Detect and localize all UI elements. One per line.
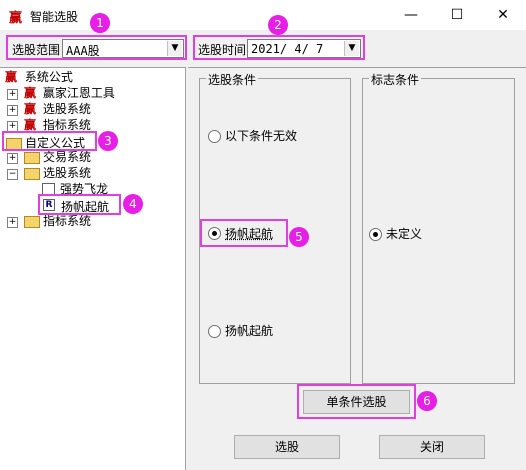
- radio-label: 扬帆起航: [225, 227, 274, 241]
- annotation-badge-5: 5: [289, 227, 309, 247]
- annotation-badge-3: 3: [98, 131, 118, 151]
- range-label: 选股范围: [12, 43, 61, 57]
- formula-tree[interactable]: 赢 系统公式 + 赢 赢家江恩工具 + 赢 选股系统 + 赢 指标系统 自定义公…: [0, 67, 186, 470]
- tree-item-last-indicator[interactable]: 指标系统: [24, 213, 91, 229]
- tree-item-yangfan[interactable]: R 扬帆起航: [38, 194, 121, 215]
- radio-yangfan-selected[interactable]: [208, 227, 221, 240]
- tree-root-system[interactable]: 赢 系统公式: [5, 69, 73, 85]
- tree-label: 系统公式: [24, 70, 73, 84]
- time-highlight: 选股时间 2021/ 4/ 7 ▼: [193, 35, 365, 60]
- ying-icon: 赢: [24, 86, 37, 100]
- chevron-down-icon[interactable]: ▼: [344, 41, 359, 56]
- tree-item-trade-system[interactable]: 交易系统: [24, 149, 91, 165]
- tree-label: 自定义公式: [25, 136, 86, 150]
- range-value: AAA股: [66, 44, 100, 58]
- close-window-button[interactable]: ✕: [497, 7, 509, 23]
- annotation-badge-4: 4: [123, 194, 143, 214]
- tree-label: 强势飞龙: [60, 182, 109, 196]
- formula-r-icon: R: [43, 199, 55, 211]
- annotation-badge-6: 6: [417, 391, 437, 411]
- collapse-icon[interactable]: −: [7, 169, 18, 180]
- folder-icon: [24, 215, 40, 228]
- time-label: 选股时间: [198, 43, 247, 57]
- ying-icon: 赢: [5, 70, 18, 84]
- radio-yangfan[interactable]: [208, 325, 221, 338]
- radio-label: 扬帆起航: [225, 324, 274, 338]
- flags-title: 标志条件: [369, 71, 422, 88]
- tree-label: 交易系统: [43, 150, 92, 164]
- expand-icon[interactable]: +: [7, 217, 18, 228]
- single-condition-button[interactable]: 单条件选股: [303, 390, 410, 414]
- window-title: 智能选股: [30, 10, 79, 24]
- tree-label: 选股系统: [42, 102, 91, 116]
- ying-icon: 赢: [24, 118, 37, 132]
- conditions-group: 选股条件: [199, 71, 351, 384]
- expand-icon[interactable]: +: [7, 105, 18, 116]
- flags-group: 标志条件: [362, 71, 515, 384]
- select-button[interactable]: 选股: [234, 435, 340, 459]
- custom-root-highlight: [2, 131, 97, 151]
- tree-label: 指标系统: [42, 118, 91, 132]
- range-highlight: 选股范围 AAA股 ▼: [6, 35, 187, 60]
- range-select[interactable]: AAA股 ▼: [62, 39, 184, 58]
- app-icon: 赢: [9, 11, 23, 26]
- folder-icon: [24, 167, 40, 180]
- ying-icon: 赢: [24, 102, 37, 116]
- close-button[interactable]: 关闭: [379, 435, 485, 459]
- tree-label: 选股系统: [43, 166, 92, 180]
- radio-label: 以下条件无效: [225, 129, 298, 143]
- minimize-button[interactable]: —: [404, 7, 418, 23]
- tree-item-wj-tools[interactable]: 赢 赢家江恩工具: [24, 85, 115, 101]
- title-bar: 赢 智能选股 — ☐ ✕: [0, 0, 526, 30]
- radio-no-condition[interactable]: [208, 130, 221, 143]
- condition-highlight: [200, 219, 288, 247]
- tree-item-custom-root[interactable]: 自定义公式: [6, 135, 85, 151]
- tree-item-indicator-system[interactable]: 赢 指标系统: [24, 117, 91, 133]
- conditions-pane: [188, 67, 526, 429]
- tree-label: 扬帆起航: [61, 200, 110, 214]
- chevron-down-icon[interactable]: ▼: [167, 41, 182, 56]
- tree-label: 指标系统: [43, 214, 92, 228]
- conditions-title: 选股条件: [206, 71, 259, 88]
- expand-icon[interactable]: +: [7, 89, 18, 100]
- tree-item-custom-select-system[interactable]: 选股系统: [24, 165, 91, 181]
- tree-item-select-system[interactable]: 赢 选股系统: [24, 101, 91, 117]
- radio-label: 未定义: [386, 227, 423, 241]
- folder-icon: [24, 151, 40, 164]
- radio-undefined[interactable]: [369, 228, 382, 241]
- tree-label: 赢家江恩工具: [42, 86, 115, 100]
- annotation-badge-1: 1: [90, 13, 110, 33]
- annotation-badge-2: 2: [268, 15, 288, 35]
- time-select[interactable]: 2021/ 4/ 7 ▼: [247, 39, 361, 58]
- time-value: 2021/ 4/ 7: [251, 42, 324, 56]
- single-button-highlight: [297, 384, 416, 419]
- expand-icon[interactable]: +: [7, 153, 18, 164]
- maximize-button[interactable]: ☐: [450, 7, 464, 23]
